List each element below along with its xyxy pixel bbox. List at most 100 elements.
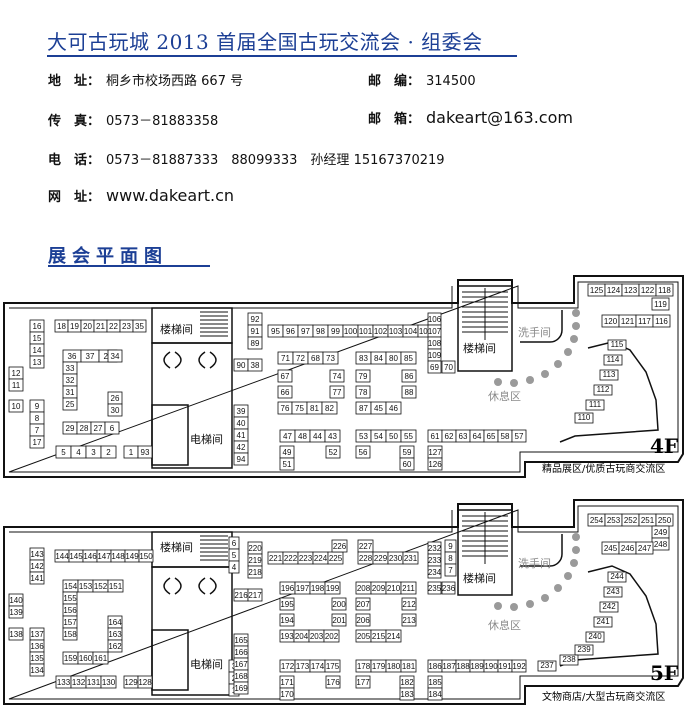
floor5-booth-label: 133 — [57, 678, 71, 687]
floor5-booth-label: 216 — [234, 591, 248, 600]
rest-area-dots — [494, 309, 580, 611]
floor5-booth-label: 9 — [448, 542, 453, 551]
floor4-booth-label: 103 — [389, 327, 403, 336]
floor5-booth-4 — [228, 560, 240, 574]
floor5-booth-label: 232 — [428, 544, 442, 553]
floor5-booth-label: 171 — [280, 678, 294, 687]
floor5-booth-label: 164 — [108, 618, 122, 627]
floor5-booth-label: 221 — [269, 554, 283, 563]
floor4-booth-label: 56 — [359, 448, 368, 457]
floor4-booth-116 — [652, 314, 671, 328]
floor5-booth-234 — [427, 565, 442, 579]
floor4-booth-label: 118 — [658, 286, 671, 295]
floor4-booth-label: 47 — [283, 432, 292, 441]
floor5-booth-label: 128 — [138, 678, 152, 687]
floor4-booth-55 — [400, 429, 417, 443]
floor5-booth-label: 185 — [428, 678, 442, 687]
floor5-booth-139 — [8, 605, 24, 619]
floor4-booth-label: 82 — [325, 404, 334, 413]
floor5-booth-192 — [511, 659, 527, 673]
web-value[interactable]: www.dakeart.cn — [106, 186, 235, 205]
floor4-booth-56 — [355, 445, 371, 459]
floor4-booth-11 — [8, 378, 24, 392]
floor4-booth-label: 51 — [283, 460, 292, 469]
fax-row: 传 真：0573－81883358 — [48, 110, 218, 129]
floor5-booth-label: 247 — [638, 544, 652, 553]
floor5-booth-label: 7 — [448, 566, 453, 575]
floor5-booth-label: 167 — [234, 660, 248, 669]
floor5-booth-label: 188 — [456, 662, 470, 671]
floor5-booth-label: 182 — [400, 678, 414, 687]
floor4-booth-label: 67 — [281, 372, 290, 381]
fax-value: 0573－81883358 — [106, 114, 219, 129]
floor4-booth-label: 48 — [298, 432, 307, 441]
floor5-booth-label: 213 — [402, 616, 416, 625]
floor5-booth-label: 200 — [332, 600, 346, 609]
floor5-booth-label: 228 — [359, 554, 373, 563]
washroom-label-4f: 洗手间 — [518, 325, 551, 339]
floor5-booth-label: 207 — [356, 600, 370, 609]
floor5-booth-label: 135 — [30, 654, 44, 663]
floor4-booth-label: 49 — [283, 448, 292, 457]
floor5-booth-label: 214 — [387, 632, 401, 641]
floor5-booth-label: 173 — [296, 662, 310, 671]
floor4-booth-35 — [132, 319, 147, 333]
floor4-booth-label: 110 — [578, 413, 591, 422]
floor4-booth-label: 20 — [83, 322, 92, 331]
floor5-booth-label: 129 — [124, 678, 138, 687]
floor4-booth-label: 30 — [111, 406, 120, 415]
floor4-booth-label: 117 — [638, 317, 651, 326]
floor4-booth-label: 50 — [389, 432, 398, 441]
floor4-booth-79 — [355, 369, 371, 383]
floor5-booth-label: 212 — [402, 600, 416, 609]
floor5-booth-label: 205 — [357, 632, 371, 641]
floor5-booth-176 — [325, 675, 341, 689]
rest-label-4f: 休息区 — [488, 389, 521, 403]
floor4-booth-118 — [655, 283, 674, 297]
floor5-booth-label: 161 — [94, 654, 108, 663]
floor4-booth-label: 4 — [76, 448, 81, 457]
floor5-booth-236 — [441, 581, 456, 595]
postcode-row: 邮 编：314500 — [368, 70, 476, 89]
floor4-booth-label: 61 — [431, 432, 440, 441]
floor4-booth-label: 76 — [281, 404, 290, 413]
floor5-booth-239 — [574, 644, 594, 656]
floor4-booth-57 — [511, 429, 527, 443]
floor4-booth-label: 111 — [589, 400, 602, 409]
email-value[interactable]: dakeart@163.com — [426, 108, 573, 127]
floor5-booth-214 — [385, 629, 402, 643]
floor5-booth-label: 130 — [102, 678, 116, 687]
floor4-booth-114 — [603, 354, 623, 366]
stair-label-4f-left: 楼梯间 — [160, 322, 193, 336]
floor5-booth-label: 203 — [310, 632, 324, 641]
floor4-booth-label: 89 — [251, 339, 260, 348]
floor4-booth-label: 59 — [403, 448, 412, 457]
floor4-booth-label: 39 — [237, 407, 246, 416]
floor5-booth-241 — [593, 616, 613, 628]
floor4-booth-label: 52 — [329, 448, 338, 457]
floor4-booth-label: 119 — [654, 300, 667, 309]
floor5-booth-label: 147 — [97, 552, 111, 561]
floor4-booth-label: 70 — [444, 363, 453, 372]
floor5-booth-128 — [137, 675, 153, 689]
floor5-booth-141 — [29, 571, 45, 585]
floor5-booth-label: 246 — [621, 544, 635, 553]
floor4-booth-label: 41 — [237, 431, 246, 440]
floor5-booth-label: 226 — [333, 542, 347, 551]
floor4-booth-label: 112 — [597, 385, 610, 394]
address-row: 地 址：桐乡市校场西路 667 号 — [48, 70, 243, 89]
floor5-booth-label: 195 — [280, 600, 294, 609]
floor4-booth-112 — [593, 384, 613, 396]
floor5-booth-label: 196 — [281, 584, 295, 593]
floor4-booth-119 — [651, 297, 670, 311]
floor5-booth-label: 198 — [311, 584, 325, 593]
phone-row: 电 话：0573－81887333 88099333 孙经理 151673702… — [48, 149, 445, 168]
floor4-booth-label: 38 — [251, 361, 260, 370]
floor5-booth-label: 179 — [372, 662, 386, 671]
stair-label-5f-left: 楼梯间 — [160, 540, 193, 554]
floor5-booth-label: 222 — [284, 554, 298, 563]
floor4-booth-label: 100 — [344, 327, 358, 336]
floor4-booth-label: 28 — [80, 424, 89, 433]
floor5-booth-label: 156 — [63, 606, 77, 615]
floor5-booth-158 — [62, 627, 78, 641]
